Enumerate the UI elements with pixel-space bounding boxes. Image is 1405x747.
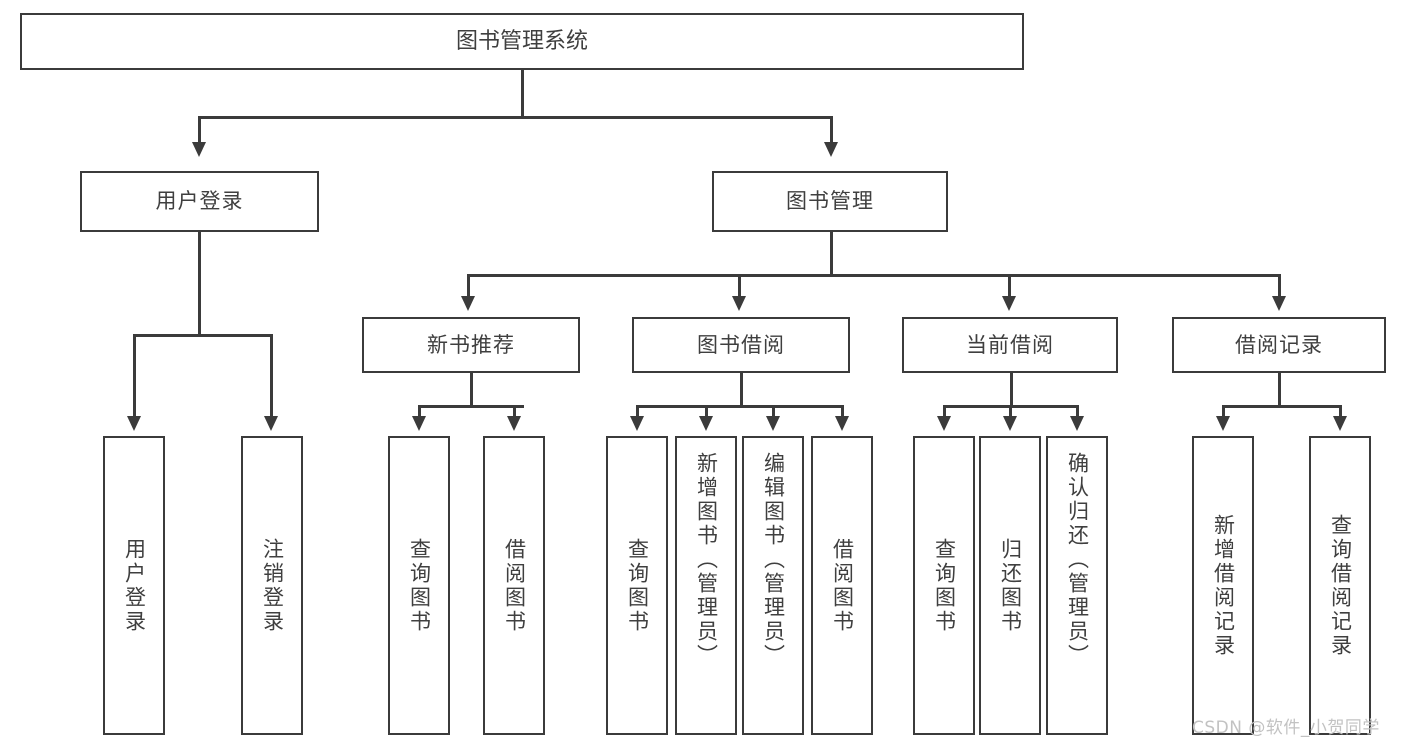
connector-borrow-record-leaf-1 <box>1222 405 1225 418</box>
connector-book-borrow-leaf-3 <box>772 405 775 418</box>
connector-root-to-book-mgmt <box>830 116 833 144</box>
connector-book-borrow-bus <box>636 405 844 408</box>
arrow-down-icon <box>1333 416 1347 431</box>
node-label: 查询借阅记录 <box>1328 513 1353 658</box>
leaf-borrow-borrow-book[interactable]: 借阅图书 <box>811 436 873 735</box>
node-user-login[interactable]: 用户登录 <box>80 171 319 232</box>
arrow-down-icon <box>835 416 849 431</box>
leaf-borrow-query-book[interactable]: 查询图书 <box>606 436 668 735</box>
connector-book-mgmt-to-borrow-record <box>1278 274 1281 298</box>
connector-book-mgmt-bus <box>467 274 1280 277</box>
node-label: 确认归还（管理员） <box>1065 452 1090 668</box>
leaf-borrow-edit-book[interactable]: 编辑图书（管理员） <box>742 436 804 735</box>
connector-current-borrow-leaf-2 <box>1009 405 1012 418</box>
node-new-book-recommend[interactable]: 新书推荐 <box>362 317 580 373</box>
connector-book-mgmt-to-new-book <box>467 274 470 298</box>
node-label: 查询图书 <box>625 537 650 634</box>
leaf-new-book-borrow[interactable]: 借阅图书 <box>483 436 545 735</box>
node-book-borrow[interactable]: 图书借阅 <box>632 317 850 373</box>
connector-root-to-user-login <box>198 116 201 144</box>
node-label: 新书推荐 <box>427 332 515 357</box>
leaf-current-query-book[interactable]: 查询图书 <box>913 436 975 735</box>
connector-book-mgmt-stem <box>830 232 833 276</box>
connector-current-borrow-leaf-1 <box>943 405 946 418</box>
node-label: 编辑图书（管理员） <box>761 452 786 668</box>
arrow-down-icon <box>732 296 746 311</box>
node-label: 图书借阅 <box>697 332 785 357</box>
arrow-down-icon <box>1272 296 1286 311</box>
connector-user-login-bus <box>133 334 273 337</box>
node-label: 用户登录 <box>155 189 244 214</box>
leaf-user-login[interactable]: 用户登录 <box>103 436 165 735</box>
arrow-down-icon <box>630 416 644 431</box>
connector-new-book-stem <box>470 373 473 407</box>
node-label: 借阅图书 <box>830 537 855 634</box>
connector-book-mgmt-to-book-borrow <box>738 274 741 298</box>
node-root-system[interactable]: 图书管理系统 <box>20 13 1024 70</box>
connector-book-borrow-leaf-1 <box>636 405 639 418</box>
leaf-borrow-add-book[interactable]: 新增图书（管理员） <box>675 436 737 735</box>
connector-root-bus <box>198 116 832 119</box>
connector-user-login-leaf-2 <box>270 334 273 418</box>
node-label: 图书管理系统 <box>455 28 588 54</box>
connector-root-stem <box>521 70 524 118</box>
arrow-down-icon <box>1070 416 1084 431</box>
node-label: 借阅图书 <box>502 537 527 634</box>
arrow-down-icon <box>1216 416 1230 431</box>
connector-new-book-leaf-2 <box>513 405 516 418</box>
node-label: 用户登录 <box>122 537 147 634</box>
connector-borrow-record-stem <box>1278 373 1281 407</box>
arrow-down-icon <box>1002 296 1016 311</box>
node-current-borrow[interactable]: 当前借阅 <box>902 317 1118 373</box>
leaf-user-logout[interactable]: 注销登录 <box>241 436 303 735</box>
arrow-down-icon <box>1003 416 1017 431</box>
node-label: 查询图书 <box>932 537 957 634</box>
leaf-new-book-query[interactable]: 查询图书 <box>388 436 450 735</box>
connector-borrow-record-bus <box>1222 405 1342 408</box>
arrow-down-icon <box>937 416 951 431</box>
node-label: 查询图书 <box>407 537 432 634</box>
node-label: 注销登录 <box>260 537 285 634</box>
node-book-management[interactable]: 图书管理 <box>712 171 948 232</box>
connector-new-book-bus <box>418 405 524 408</box>
connector-user-login-stem <box>198 232 201 336</box>
node-label: 当前借阅 <box>966 332 1054 357</box>
leaf-record-add[interactable]: 新增借阅记录 <box>1192 436 1254 735</box>
node-label: 新增借阅记录 <box>1211 513 1236 658</box>
arrow-down-icon <box>507 416 521 431</box>
connector-borrow-record-leaf-2 <box>1339 405 1342 418</box>
connector-book-borrow-leaf-4 <box>841 405 844 418</box>
node-label: 新增图书（管理员） <box>694 452 719 668</box>
connector-current-borrow-stem <box>1010 373 1013 407</box>
node-borrow-record[interactable]: 借阅记录 <box>1172 317 1386 373</box>
node-label: 归还图书 <box>998 537 1023 634</box>
leaf-record-query[interactable]: 查询借阅记录 <box>1309 436 1371 735</box>
arrow-down-icon <box>192 142 206 157</box>
node-label: 借阅记录 <box>1235 332 1323 357</box>
arrow-down-icon <box>127 416 141 431</box>
node-label: 图书管理 <box>786 189 874 214</box>
leaf-current-return-book[interactable]: 归还图书 <box>979 436 1041 735</box>
connector-book-borrow-stem <box>740 373 743 407</box>
arrow-down-icon <box>824 142 838 157</box>
connector-book-borrow-leaf-2 <box>705 405 708 418</box>
leaf-current-confirm-return[interactable]: 确认归还（管理员） <box>1046 436 1108 735</box>
connector-user-login-leaf-1 <box>133 334 136 418</box>
arrow-down-icon <box>264 416 278 431</box>
connector-new-book-leaf-1 <box>418 405 421 418</box>
arrow-down-icon <box>766 416 780 431</box>
arrow-down-icon <box>412 416 426 431</box>
connector-current-borrow-leaf-3 <box>1076 405 1079 418</box>
arrow-down-icon <box>699 416 713 431</box>
connector-book-mgmt-to-current-borrow <box>1008 274 1011 298</box>
arrow-down-icon <box>461 296 475 311</box>
